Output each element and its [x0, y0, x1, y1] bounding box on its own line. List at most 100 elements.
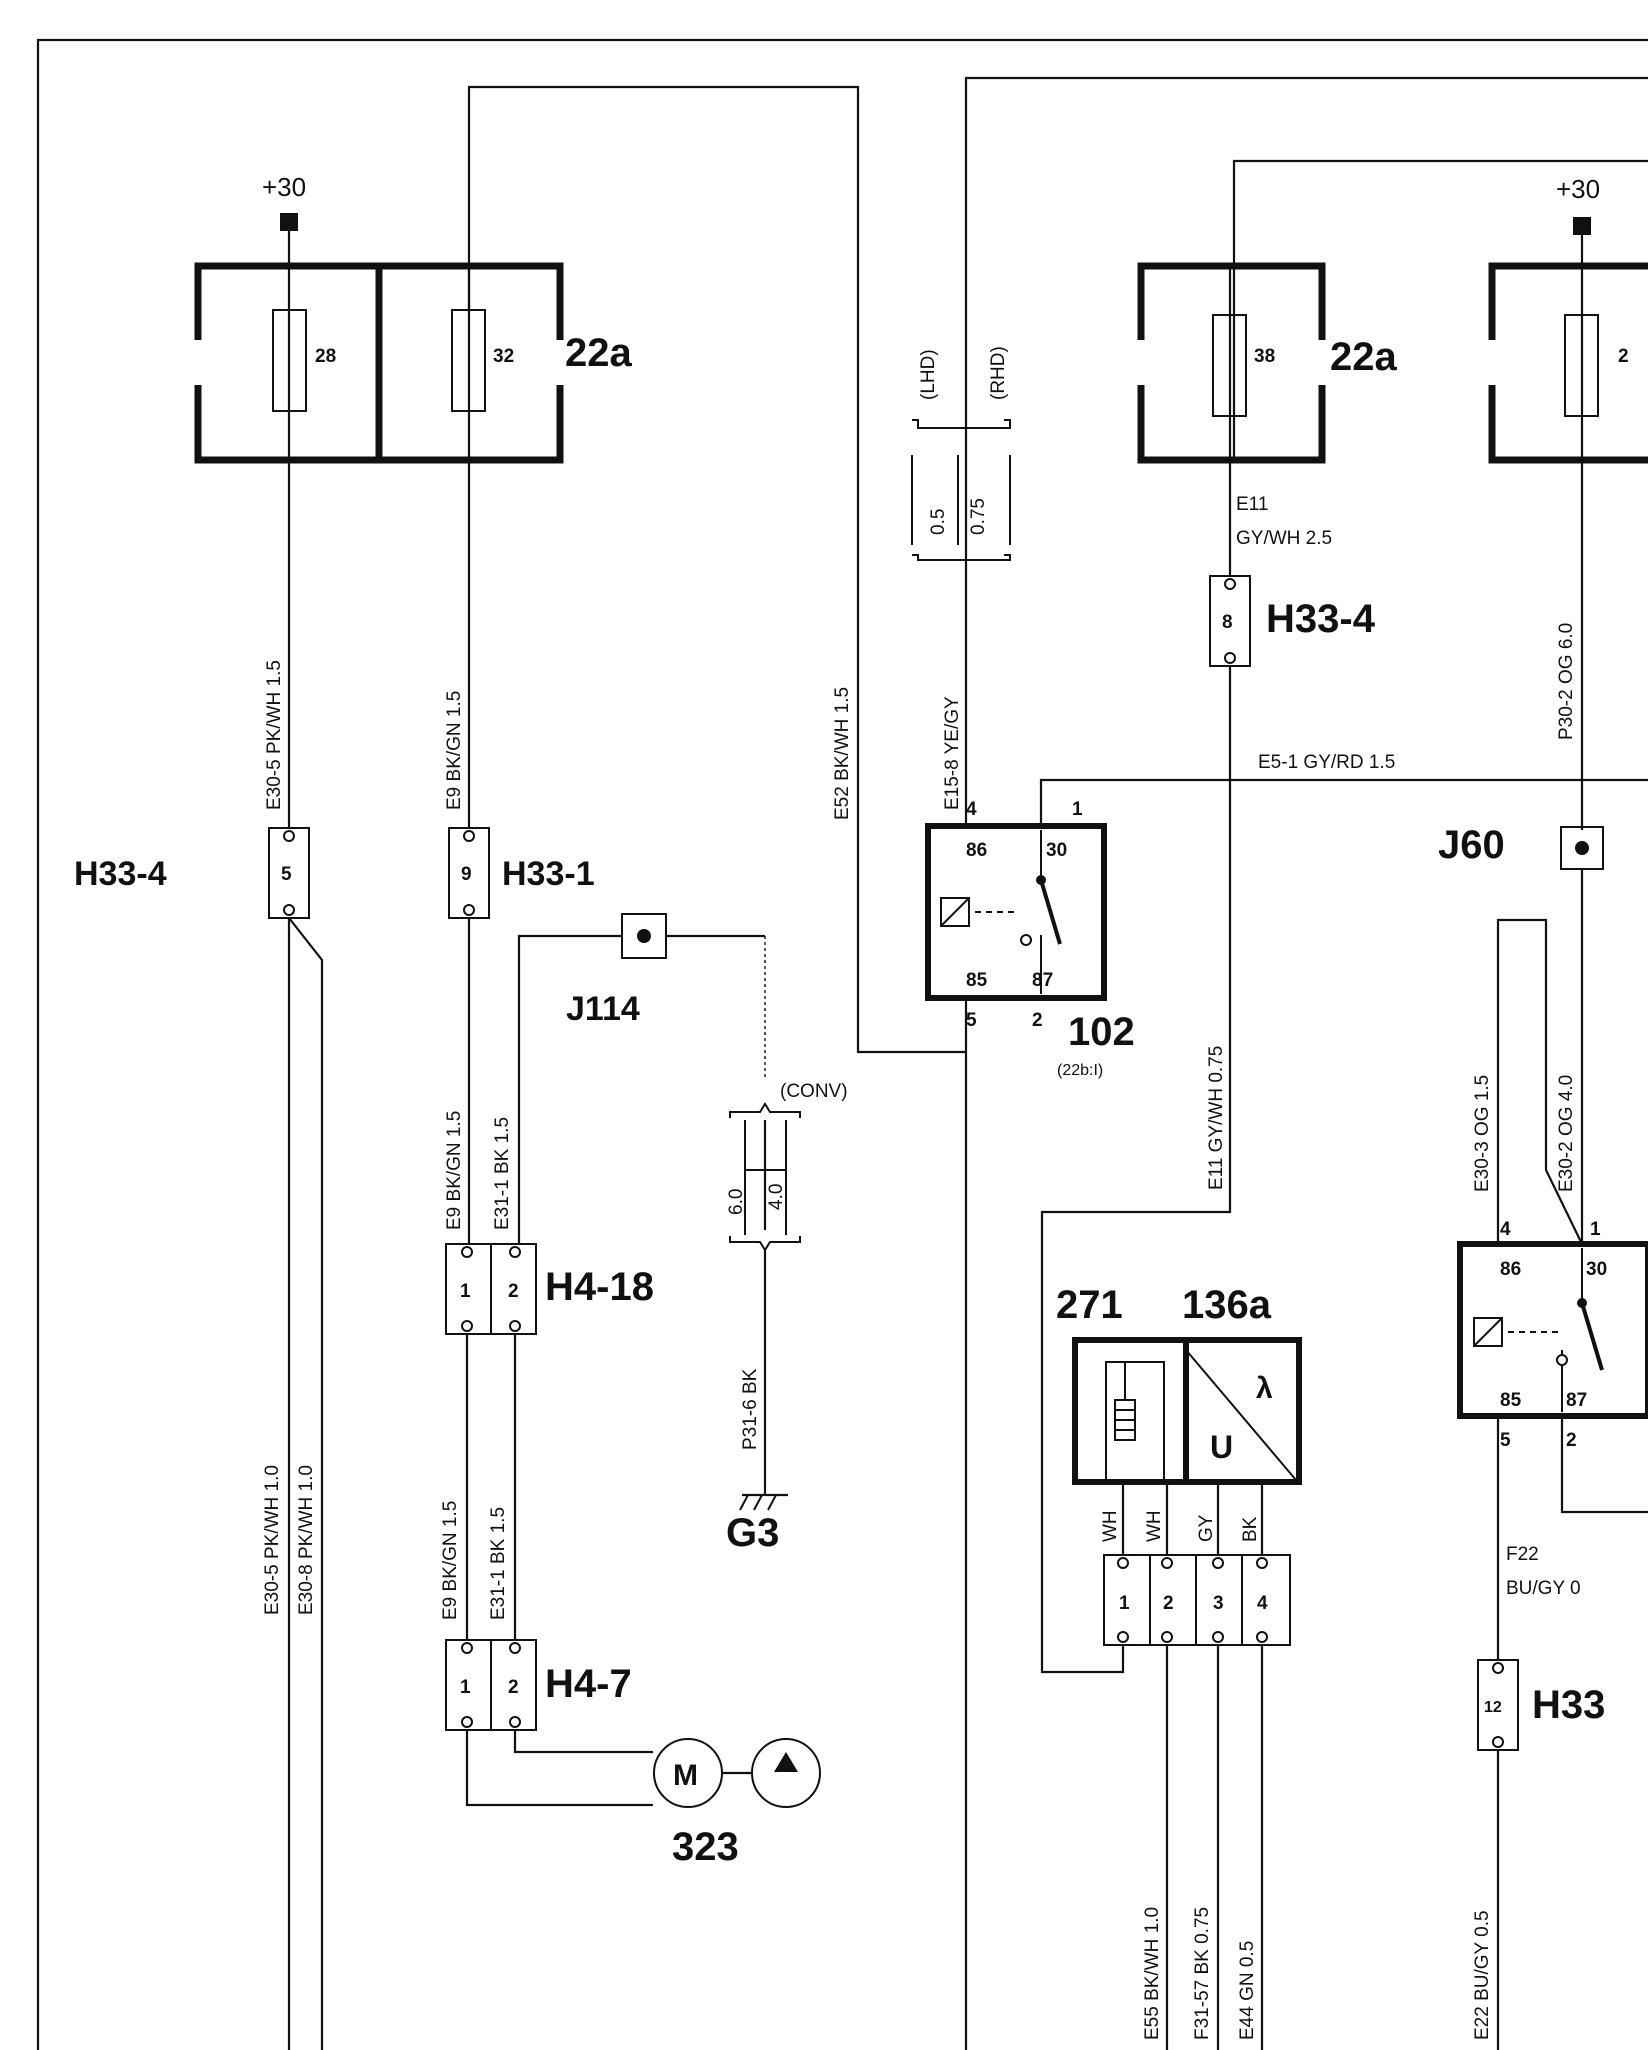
- svg-text:5: 5: [281, 864, 292, 885]
- svg-text:E9 BK/GN 1.5: E9 BK/GN 1.5: [444, 1111, 465, 1230]
- svg-text:136a: 136a: [1182, 1283, 1272, 1327]
- svg-text:E52 BK/WH 1.5: E52 BK/WH 1.5: [832, 687, 853, 820]
- svg-text:2: 2: [1566, 1430, 1577, 1451]
- svg-text:2: 2: [1163, 1593, 1174, 1614]
- svg-text:4: 4: [966, 799, 977, 820]
- svg-text:H4-7: H4-7: [545, 1662, 632, 1706]
- svg-text:E31-1 BK 1.5: E31-1 BK 1.5: [488, 1507, 509, 1620]
- wire-e30-5-e30-8-lower: E30-5 PK/WH 1.0 E30-8 PK/WH 1.0: [262, 917, 324, 2050]
- svg-text:2: 2: [1032, 1010, 1043, 1031]
- fuse-box-label: 22a: [565, 331, 632, 375]
- svg-text:2: 2: [508, 1677, 519, 1698]
- svg-text:1: 1: [1119, 1593, 1130, 1614]
- lhd-rhd-bracket: (LHD) (RHD) 0.5 0.75 E15-8 YE/GY: [911, 346, 1011, 810]
- svg-text:P30-2 OG 6.0: P30-2 OG 6.0: [1556, 623, 1577, 740]
- svg-text:6.0: 6.0: [726, 1189, 747, 1215]
- svg-text:87: 87: [1032, 970, 1053, 991]
- svg-text:(CONV): (CONV): [780, 1081, 848, 1102]
- svg-text:102: 102: [1068, 1010, 1135, 1054]
- svg-text:1: 1: [460, 1677, 471, 1698]
- connector-h4-18: 1 2 H4-18: [445, 1243, 654, 1335]
- svg-text:GY: GY: [1196, 1514, 1217, 1542]
- svg-text:8: 8: [1222, 612, 1233, 633]
- svg-text:87: 87: [1566, 1390, 1587, 1411]
- wire-e52: E52 BK/WH 1.5: [832, 687, 853, 820]
- splice-j114: J114: [517, 913, 766, 1244]
- sensor-271-136a: 271 136a U λ: [1056, 1283, 1302, 1485]
- svg-text:λ: λ: [1256, 1372, 1273, 1405]
- svg-text:F31-57 BK 0.75: F31-57 BK 0.75: [1192, 1907, 1213, 2040]
- svg-text:E9 BK/GN 1.5: E9 BK/GN 1.5: [440, 1501, 461, 1620]
- svg-text:2: 2: [508, 1281, 519, 1302]
- svg-text:1: 1: [460, 1281, 471, 1302]
- svg-text:0.5: 0.5: [928, 509, 949, 535]
- connector-h4-7: 1 2 H4-7: [445, 1639, 632, 1731]
- supply-plus30-right: +30: [1556, 174, 1600, 266]
- svg-text:WH: WH: [1100, 1510, 1121, 1542]
- svg-text:32: 32: [493, 346, 514, 367]
- svg-text:1: 1: [1590, 1219, 1601, 1240]
- relay-coil-icon: [1473, 1317, 1503, 1347]
- splice-j60: J60: [1438, 823, 1604, 870]
- svg-text:E22 BU/GY 0.5: E22 BU/GY 0.5: [1472, 1910, 1493, 2040]
- wire-e5-1: E5-1 GY/RD 1.5: [1039, 752, 1648, 826]
- svg-text:BU/GY 0: BU/GY 0: [1506, 1578, 1581, 1599]
- heater-element-icon: [1105, 1361, 1165, 1482]
- supply-plus30-left: +30: [262, 172, 306, 266]
- pump-icon: [751, 1738, 821, 1808]
- svg-text:+30: +30: [1556, 174, 1600, 204]
- connector-4pin: 1 2 3 4: [1103, 1554, 1291, 1646]
- svg-text:E5-1 GY/RD 1.5: E5-1 GY/RD 1.5: [1258, 752, 1395, 773]
- fuse-box-right: 2: [1488, 262, 1648, 464]
- svg-text:H33: H33: [1532, 1683, 1605, 1727]
- svg-text:J60: J60: [1438, 823, 1505, 867]
- svg-text:E11 GY/WH 0.75: E11 GY/WH 0.75: [1206, 1046, 1227, 1190]
- wire-e9: E9 BK/GN 1.5: [444, 460, 471, 828]
- svg-text:0.75: 0.75: [968, 498, 989, 535]
- svg-text:GY/WH 2.5: GY/WH 2.5: [1236, 528, 1332, 549]
- fuse-box-22a-left: 28 32 22a: [194, 262, 632, 464]
- fuse-box-label: 22a: [1330, 335, 1397, 379]
- svg-text:WH: WH: [1144, 1510, 1165, 1542]
- wires-sensor-lower: E55 BK/WH 1.0 F31-57 BK 0.75 E44 GN 0.5: [1142, 1645, 1264, 2050]
- svg-text:E11: E11: [1236, 494, 1268, 515]
- svg-text:5: 5: [966, 1010, 977, 1031]
- svg-text:E9 BK/GN 1.5: E9 BK/GN 1.5: [444, 691, 465, 810]
- svg-text:38: 38: [1254, 346, 1275, 367]
- supply-terminal-right: [1573, 217, 1591, 235]
- svg-text:H33-4: H33-4: [1266, 597, 1376, 641]
- svg-text:9: 9: [461, 864, 472, 885]
- connector-h33-4-left: 5 H33-4: [74, 827, 310, 919]
- svg-text:E44 GN 0.5: E44 GN 0.5: [1237, 1941, 1258, 2040]
- svg-text:4: 4: [1257, 1593, 1268, 1614]
- conv-ground-branch: (CONV) 6.0 4.0 P31-6 BK G3: [726, 1081, 848, 1555]
- svg-text:323: 323: [672, 1825, 739, 1869]
- wire-p30-2: P30-2 OG 6.0: [1556, 460, 1584, 830]
- svg-text:E30-5 PK/WH 1.5: E30-5 PK/WH 1.5: [264, 660, 285, 810]
- svg-text:U: U: [1210, 1429, 1233, 1465]
- svg-text:3: 3: [1213, 1593, 1224, 1614]
- relay-right: 4 1 86 30 85 87 5 2: [1457, 1219, 1648, 1514]
- svg-text:(RHD): (RHD): [988, 346, 1009, 400]
- svg-text:30: 30: [1586, 1259, 1607, 1280]
- connector-h33-4-mid: 8 H33-4: [1209, 575, 1376, 667]
- fuse-box-22a-mid: 38 22a: [1137, 262, 1397, 464]
- svg-text:H33-1: H33-1: [502, 855, 595, 893]
- svg-text:86: 86: [1500, 1259, 1521, 1280]
- svg-text:86: 86: [966, 840, 987, 861]
- svg-text:(22b:I): (22b:I): [1057, 1062, 1103, 1079]
- relay-102: 4 1 86 30 85 87 5 2 102 (22b:I): [925, 799, 1135, 1079]
- svg-text:P31-6 BK: P31-6 BK: [740, 1368, 761, 1450]
- svg-text:H33-4: H33-4: [74, 855, 167, 893]
- supply-terminal-left: [280, 213, 298, 231]
- wire-e30-5: E30-5 PK/WH 1.5: [264, 460, 291, 828]
- svg-text:F22: F22: [1506, 1544, 1539, 1565]
- svg-text:E31-1 BK 1.5: E31-1 BK 1.5: [492, 1117, 513, 1230]
- svg-text:85: 85: [966, 970, 988, 991]
- connector-h33-1: 9 H33-1: [448, 827, 595, 919]
- svg-text:85: 85: [1500, 1390, 1522, 1411]
- wire-e11-mid: E11 GY/WH 0.75: [1040, 666, 1232, 1674]
- wire-f22: F22 BU/GY 0: [1496, 1416, 1581, 1660]
- wires-to-h4-18: E9 BK/GN 1.5 E31-1 BK 1.5: [444, 918, 513, 1244]
- svg-text:E30-3 OG 1.5: E30-3 OG 1.5: [1472, 1075, 1493, 1192]
